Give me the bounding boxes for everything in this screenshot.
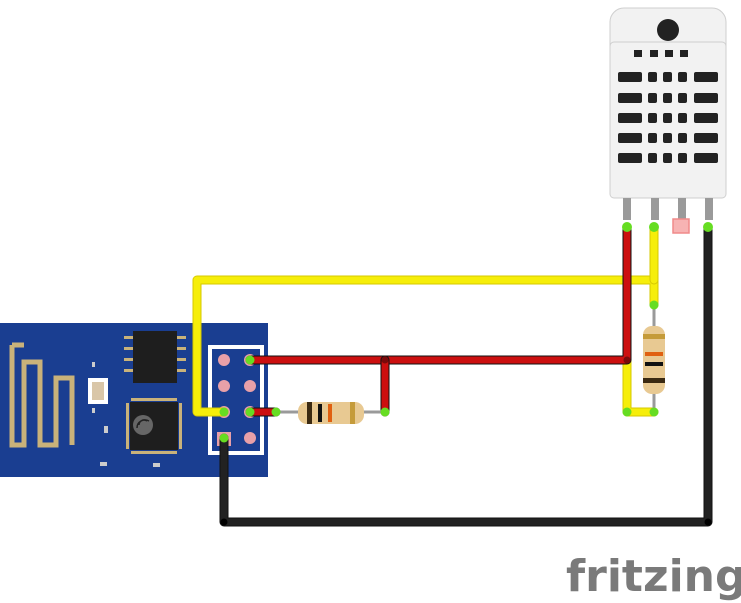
- wire-vcc: [246, 223, 631, 364]
- fritzing-logo: fritzing: [566, 551, 741, 602]
- resistor-right: [643, 305, 665, 412]
- resistor-left: [276, 402, 385, 424]
- dht-sensor: [609, 7, 727, 234]
- esp-chip: [126, 398, 182, 454]
- esp-antenna-trace: [9, 345, 75, 448]
- sensor-legs: [623, 198, 713, 220]
- connection-points: [193, 222, 713, 526]
- pin-4: [244, 380, 256, 392]
- sensor-vents: [618, 50, 718, 163]
- pin-8: [244, 432, 256, 444]
- mount-hole: [657, 19, 679, 41]
- pin-nc: [672, 218, 690, 234]
- pin-1: [218, 354, 230, 366]
- wire-gnd: [220, 223, 712, 526]
- wires: [192, 222, 713, 527]
- flash-chip: [124, 331, 186, 383]
- pin-3: [218, 380, 230, 392]
